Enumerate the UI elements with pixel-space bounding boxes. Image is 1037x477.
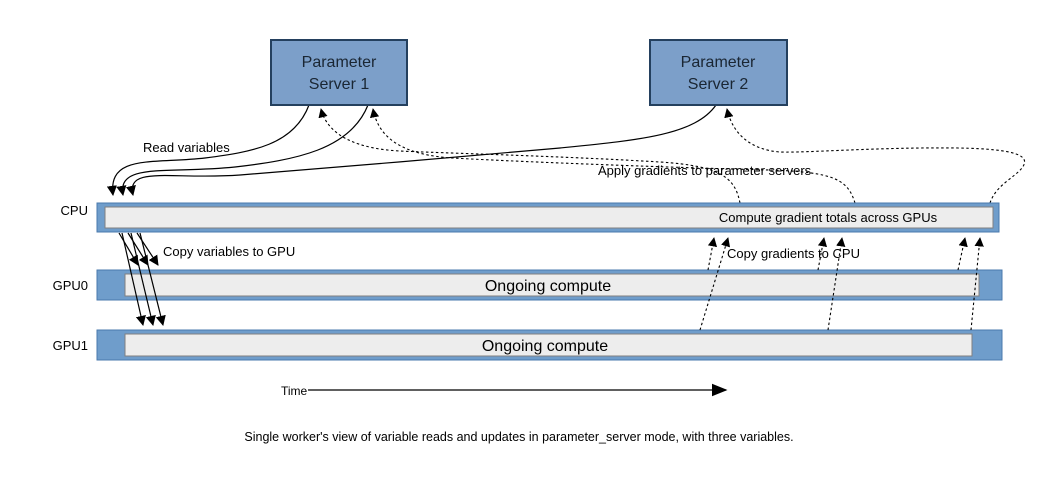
copy-gradients-arrows — [699, 237, 984, 331]
parameter-server-1-line1: Parameter — [302, 54, 377, 71]
cpu-lane-label: CPU — [61, 203, 88, 218]
time-axis: Time — [281, 383, 728, 398]
gpu0-bar-text: Ongoing compute — [485, 278, 611, 295]
parameter-server-2-line2: Server 2 — [688, 76, 749, 93]
cpu-bar-text: Compute gradient totals across GPUs — [719, 210, 938, 225]
gpu1-lane: GPU1 Ongoing compute — [53, 329, 1003, 361]
figure-caption: Single worker's view of variable reads a… — [244, 430, 793, 444]
gpu1-bar-text: Ongoing compute — [482, 338, 608, 355]
time-axis-label: Time — [281, 384, 308, 398]
apply-gradients-label: Apply gradients to parameter servers — [598, 163, 812, 178]
gpu1-lane-label: GPU1 — [53, 338, 88, 353]
apply-gradients-arrows — [318, 108, 1026, 204]
copy-gradients-label: Copy gradients to CPU — [727, 246, 860, 261]
read-variables-label: Read variables — [143, 140, 230, 155]
parameter-server-2-line1: Parameter — [681, 54, 756, 71]
cpu-track — [104, 206, 994, 229]
read-variables-arrows — [106, 104, 717, 197]
copy-variables-arrows — [118, 232, 166, 326]
gpu0-lane-label: GPU0 — [53, 278, 88, 293]
gpu0-track — [124, 273, 980, 297]
cpu-lane: CPU Compute gradient totals across GPUs — [61, 202, 1000, 233]
parameter-server-2: Parameter Server 2 — [649, 39, 788, 106]
parameter-server-1: Parameter Server 1 — [270, 39, 408, 106]
parameter-server-2-box — [649, 39, 788, 106]
gpu0-lane: GPU0 Ongoing compute — [53, 269, 1003, 301]
gpu1-track — [124, 333, 973, 357]
parameter-server-1-line2: Server 1 — [309, 76, 370, 93]
copy-variables-label: Copy variables to GPU — [163, 244, 295, 259]
parameter-server-1-box — [270, 39, 408, 106]
